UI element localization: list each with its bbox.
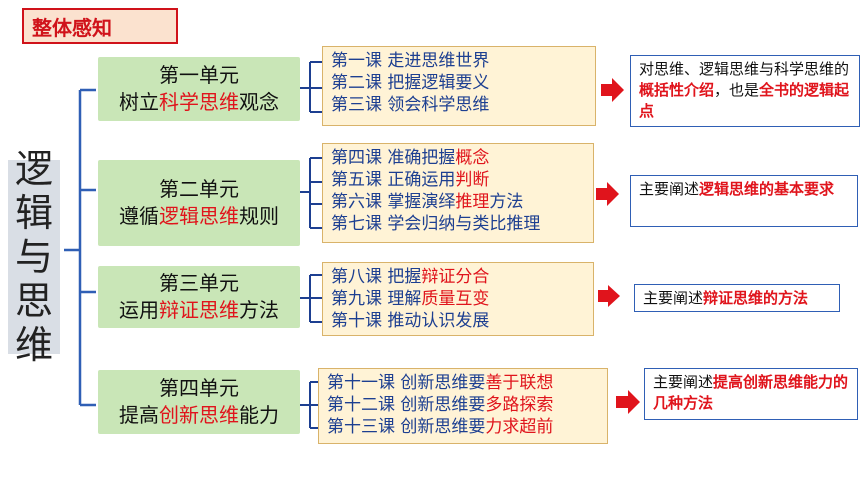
lesson-item: 第四课 准确把握概念: [331, 148, 490, 168]
lesson-item: 第二课 把握逻辑要义: [331, 73, 490, 93]
unit-name: 第三单元: [159, 271, 239, 295]
unit-1-box: 第一单元 树立科学思维观念: [98, 57, 300, 121]
unit3-lesson-bracket: [300, 274, 322, 323]
unit-3-description: 主要阐述辩证思维的方法: [634, 284, 840, 312]
section-title: 整体感知: [32, 15, 112, 40]
lesson-item: 第九课 理解质量互变: [331, 289, 490, 309]
unit2-lesson-bracket: [300, 157, 322, 229]
unit-4-description: 主要阐述提高创新思维能力的几种方法: [644, 368, 858, 420]
unit-theme: 树立科学思维观念: [119, 90, 279, 114]
unit-4-box: 第四单元 提高创新思维能力: [98, 370, 300, 434]
lesson-item: 第七课 学会归纳与类比推理: [331, 214, 541, 234]
root-char: 逻: [14, 147, 53, 191]
root-char: 维: [14, 323, 53, 367]
lesson-item: 第六课 掌握演绎推理方法: [331, 192, 524, 212]
root-topic: 逻 辑 与 思 维: [8, 147, 60, 367]
unit-4-lessons: 第十一课 创新思维要善于联想 第十二课 创新思维要多路探索 第十三课 创新思维要…: [318, 368, 608, 444]
unit-theme: 运用辩证思维方法: [119, 298, 279, 322]
unit-2-box: 第二单元 遵循逻辑思维规则: [98, 160, 300, 246]
arrow-2: [596, 182, 619, 206]
unit-2-lessons: 第四课 准确把握概念 第五课 正确运用判断 第六课 掌握演绎推理方法 第七课 学…: [322, 143, 594, 243]
lesson-item: 第八课 把握辩证分合: [331, 267, 490, 287]
root-char: 思: [14, 279, 53, 323]
unit-3-box: 第三单元 运用辩证思维方法: [98, 266, 300, 328]
lesson-item: 第十三课 创新思维要力求超前: [327, 417, 554, 437]
lesson-item: 第五课 正确运用判断: [331, 170, 490, 190]
unit-name: 第四单元: [159, 376, 239, 400]
unit-theme: 遵循逻辑思维规则: [119, 204, 279, 228]
unit-1-lessons: 第一课 走进思维世界 第二课 把握逻辑要义 第三课 领会科学思维: [322, 46, 596, 126]
lesson-item: 第三课 领会科学思维: [331, 95, 490, 115]
unit4-lesson-bracket: [300, 381, 318, 429]
unit-name: 第一单元: [159, 63, 239, 87]
section-title-tag: 整体感知: [22, 8, 178, 44]
unit-1-description: 对思维、逻辑思维与科学思维的概括性介绍，也是全书的逻辑起点: [630, 55, 860, 127]
unit-3-lessons: 第八课 把握辩证分合 第九课 理解质量互变 第十课 推动认识发展: [322, 262, 594, 336]
lesson-item: 第十课 推动认识发展: [331, 311, 490, 331]
lesson-item: 第十二课 创新思维要多路探索: [327, 395, 554, 415]
root-char: 与: [14, 235, 53, 279]
unit-theme: 提高创新思维能力: [119, 403, 279, 427]
lesson-item: 第一课 走进思维世界: [331, 51, 490, 71]
lesson-item: 第十一课 创新思维要善于联想: [327, 373, 554, 393]
arrow-1: [601, 78, 624, 102]
arrow-3: [598, 285, 620, 307]
unit1-lesson-bracket: [300, 61, 322, 113]
unit-name: 第二单元: [159, 177, 239, 201]
arrow-4: [616, 390, 640, 414]
root-char: 辑: [14, 191, 53, 235]
unit-2-description: 主要阐述逻辑思维的基本要求: [630, 175, 858, 227]
root-bracket: [64, 88, 96, 407]
